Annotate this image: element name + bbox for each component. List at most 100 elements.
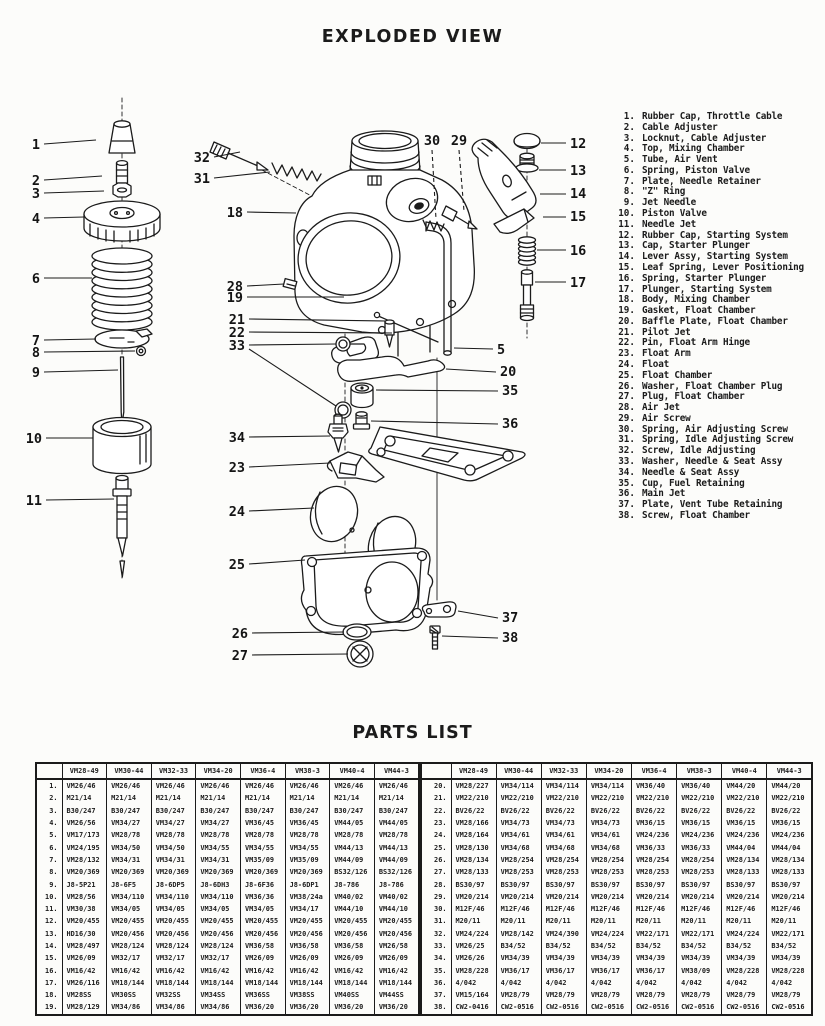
part-no-cell: M12F/46 xyxy=(766,902,813,916)
part-number: 16. xyxy=(618,272,635,284)
parts-list-item: 21.Pilot Jet xyxy=(612,327,824,339)
parts-list-item: 17.Plunger, Starting System xyxy=(612,284,824,296)
part-no-cell: B30/247 xyxy=(329,804,375,817)
part-no-cell: VM34/68 xyxy=(585,841,633,854)
part-number: 2. xyxy=(623,121,635,133)
part-no-cell: VM34/55 xyxy=(195,841,241,854)
part-no-cell: M12F/46 xyxy=(495,902,542,916)
part-no-cell: VM28/254 xyxy=(676,853,723,867)
part-no-cell: VM36/17 xyxy=(495,964,542,977)
part-number: 36. xyxy=(618,488,635,500)
part-no-cell: VM36/17 xyxy=(630,964,678,977)
part-no-cell: VM20/455 xyxy=(61,915,108,928)
part-no-cell: VM32/17 xyxy=(150,952,197,965)
callout-number-30: 30 xyxy=(424,133,440,149)
part-no-cell: VM34/31 xyxy=(106,853,152,867)
part-no-cell: VM26/09 xyxy=(240,952,286,965)
callout-number-29: 29 xyxy=(451,133,467,149)
part-no-cell: M20/11 xyxy=(766,915,813,928)
part-no-cell: BS30/97 xyxy=(676,878,723,891)
part-no-cell: VM16/42 xyxy=(106,964,152,977)
model-column-header: VM38-3 xyxy=(284,763,331,780)
part-no-cell: VM28/133 xyxy=(766,866,813,879)
row-number-cell: 36. xyxy=(420,976,452,990)
part-no-cell: 4/042 xyxy=(630,976,678,990)
part-number: 4. xyxy=(623,143,635,155)
part-no-cell: J8-5P21 xyxy=(61,878,108,891)
part-number: 1. xyxy=(623,111,635,122)
part-number: 8. xyxy=(623,186,635,198)
part-float-arm-pin xyxy=(373,311,439,343)
row-number-cell: 21. xyxy=(420,792,452,805)
model-column-header: VM34-20 xyxy=(585,763,633,780)
model-column-header: VM40-4 xyxy=(329,763,375,780)
callout-number-22: 22 xyxy=(229,325,245,341)
part-no-cell: VM28/79 xyxy=(540,989,587,1002)
part-no-cell: VM28/124 xyxy=(106,939,152,953)
model-column-header: VM34-20 xyxy=(195,763,241,780)
row-number-cell: 13. xyxy=(35,927,63,940)
part-no-cell: VM28/79 xyxy=(766,989,813,1002)
callout-leader-31 xyxy=(213,171,271,179)
part-no-cell: VM20/455 xyxy=(373,915,420,928)
part-no-cell: J8-6F36 xyxy=(240,878,286,891)
part-no-cell: BV26/22 xyxy=(585,804,633,817)
part-no-cell: VM26/58 xyxy=(373,939,420,953)
part-no-cell: VM28/78 xyxy=(284,829,331,842)
part-number: 27. xyxy=(618,391,635,403)
part-name: Baffle Plate, Float Chamber xyxy=(642,315,788,327)
part-no-cell: VM16/42 xyxy=(61,964,108,977)
part-no-cell: VM22/210 xyxy=(495,792,542,805)
parts-list-item: 1.Rubber Cap, Throttle Cable xyxy=(612,111,824,123)
part-no-cell: VM44SS xyxy=(373,989,420,1002)
part-no-cell: VM26/46 xyxy=(240,779,286,793)
model-column-header: VM40-4 xyxy=(721,763,768,780)
part-no-cell: VM28/164 xyxy=(450,829,497,842)
callout-number-2: 2 xyxy=(32,173,40,189)
parts-list-item: 4.Top, Mixing Chamber xyxy=(612,144,824,155)
part-no-cell: VM26/25 xyxy=(450,939,497,953)
part-no-cell: VM44/20 xyxy=(721,779,768,793)
callout-number-38: 38 xyxy=(502,630,518,646)
part-name: Cap, Starter Plunger xyxy=(642,240,750,252)
part-no-cell: VM28SS xyxy=(61,989,108,1002)
callout-leader-11 xyxy=(45,498,115,501)
part-no-cell: VM36/20 xyxy=(240,1001,286,1015)
part-no-cell: VM16/42 xyxy=(373,964,420,977)
callout-leader-33 xyxy=(248,343,337,346)
part-no-cell: VM34/27 xyxy=(106,816,152,830)
model-column-header: VM28-49 xyxy=(450,763,497,780)
part-no-cell: VM20/456 xyxy=(106,927,152,940)
part-no-cell: M12F/46 xyxy=(721,902,768,916)
part-no-cell: BS30/97 xyxy=(540,878,587,891)
part-no-cell: VM24/236 xyxy=(630,829,678,842)
callout-number-21: 21 xyxy=(229,312,245,328)
part-no-cell: VM44/20 xyxy=(766,779,813,793)
part-no-cell: VM28/134 xyxy=(766,853,813,867)
part-no-cell: VM36/36 xyxy=(240,890,286,903)
part-name: Air Jet xyxy=(642,402,680,414)
part-baffle-plate xyxy=(337,355,446,382)
part-number: 5. xyxy=(623,154,635,166)
part-z-ring xyxy=(135,345,147,357)
part-no-cell: VM35/09 xyxy=(284,853,331,867)
part-no-cell: VM20/214 xyxy=(585,890,633,903)
parts-list-item: 31.Spring, Idle Adjusting Screw xyxy=(612,435,824,446)
row-number-cell: 10. xyxy=(35,890,63,903)
part-no-cell: VM34/114 xyxy=(495,779,542,793)
callout-number-16: 16 xyxy=(570,243,586,259)
part-piston-valve-spring xyxy=(91,247,153,331)
part-jet-needle xyxy=(119,356,125,425)
part-no-cell: VM20/369 xyxy=(195,866,241,879)
part-no-cell: VM20/369 xyxy=(284,866,331,879)
part-no-cell: VM34/05 xyxy=(106,902,152,916)
part-no-cell: VM20/456 xyxy=(373,927,420,940)
